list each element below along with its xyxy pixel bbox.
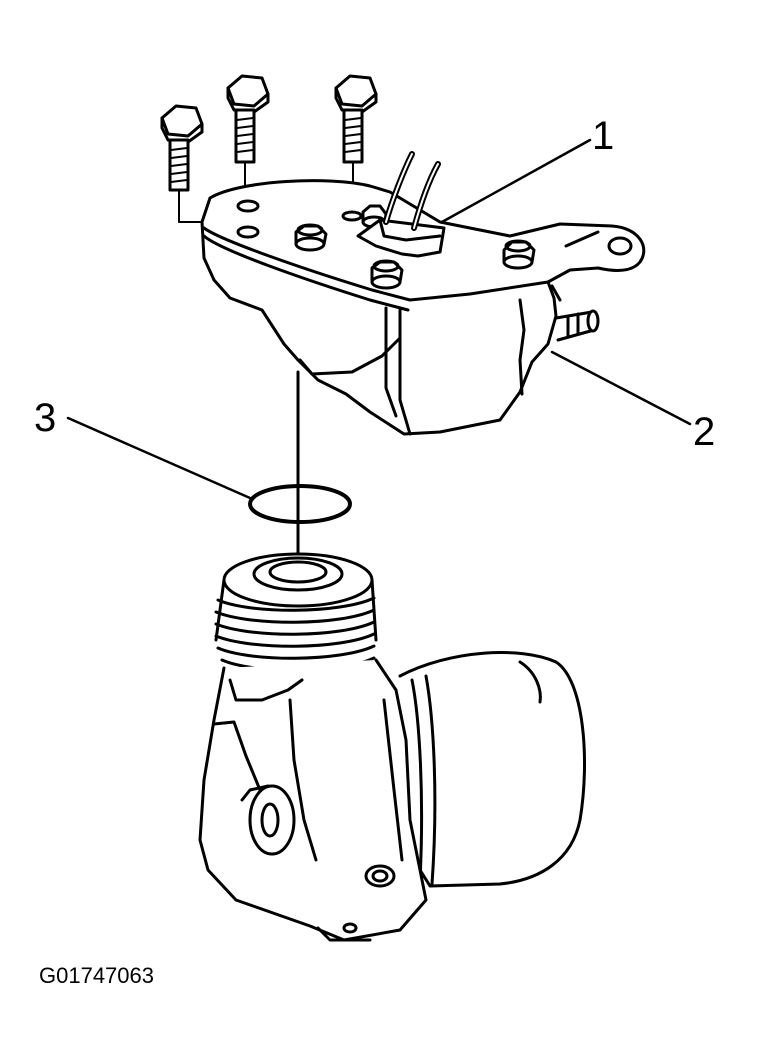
callout-2: 2: [693, 410, 716, 454]
outlet-fitting: [554, 309, 600, 342]
manifold-nuts: [294, 204, 536, 290]
compressor-assembly: [198, 552, 587, 942]
electrical-connector: [356, 151, 446, 258]
leader-line-3: [66, 416, 252, 500]
leader-lines: [66, 138, 692, 500]
figure-id-label: G01747063: [39, 963, 154, 988]
o-ring-seal: [248, 484, 352, 524]
leader-line-1: [440, 138, 592, 224]
callout-1: 1: [592, 114, 615, 158]
bolt-middle: [226, 74, 270, 205]
mounting-bolts: [160, 74, 378, 223]
cooling-fins: [214, 596, 376, 672]
leader-line-2: [550, 350, 692, 426]
valve-manifold: [200, 151, 646, 436]
callout-3: 3: [34, 396, 57, 440]
